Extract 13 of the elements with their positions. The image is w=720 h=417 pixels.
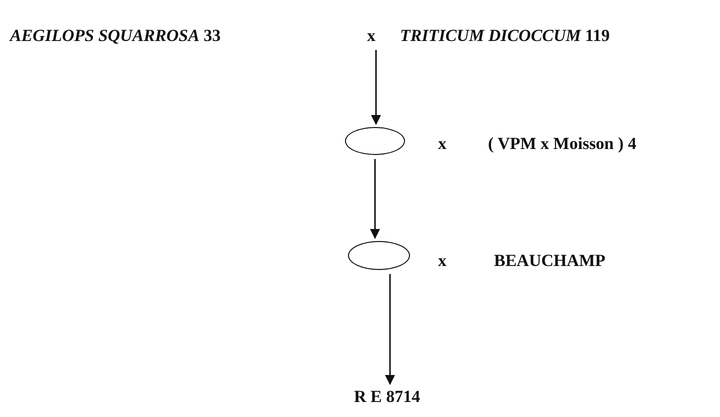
line-name: R E 8714	[354, 387, 420, 407]
cross-sign: x	[438, 134, 446, 154]
hybrid-ellipse	[348, 241, 410, 270]
arrow	[385, 274, 395, 385]
parent-name: AEGILOPS SQUARROSA 33	[10, 26, 221, 46]
arrow	[370, 159, 380, 239]
arrow	[371, 50, 381, 125]
parent-name: TRITICUM DICOCCUM 119	[400, 26, 610, 46]
parent-name: ( VPM x Moisson ) 4	[488, 134, 636, 154]
cross-sign: x	[367, 26, 376, 46]
hybrid-ellipse	[345, 127, 405, 155]
parent-name: BEAUCHAMP	[494, 251, 606, 271]
cross-sign: x	[438, 251, 446, 271]
